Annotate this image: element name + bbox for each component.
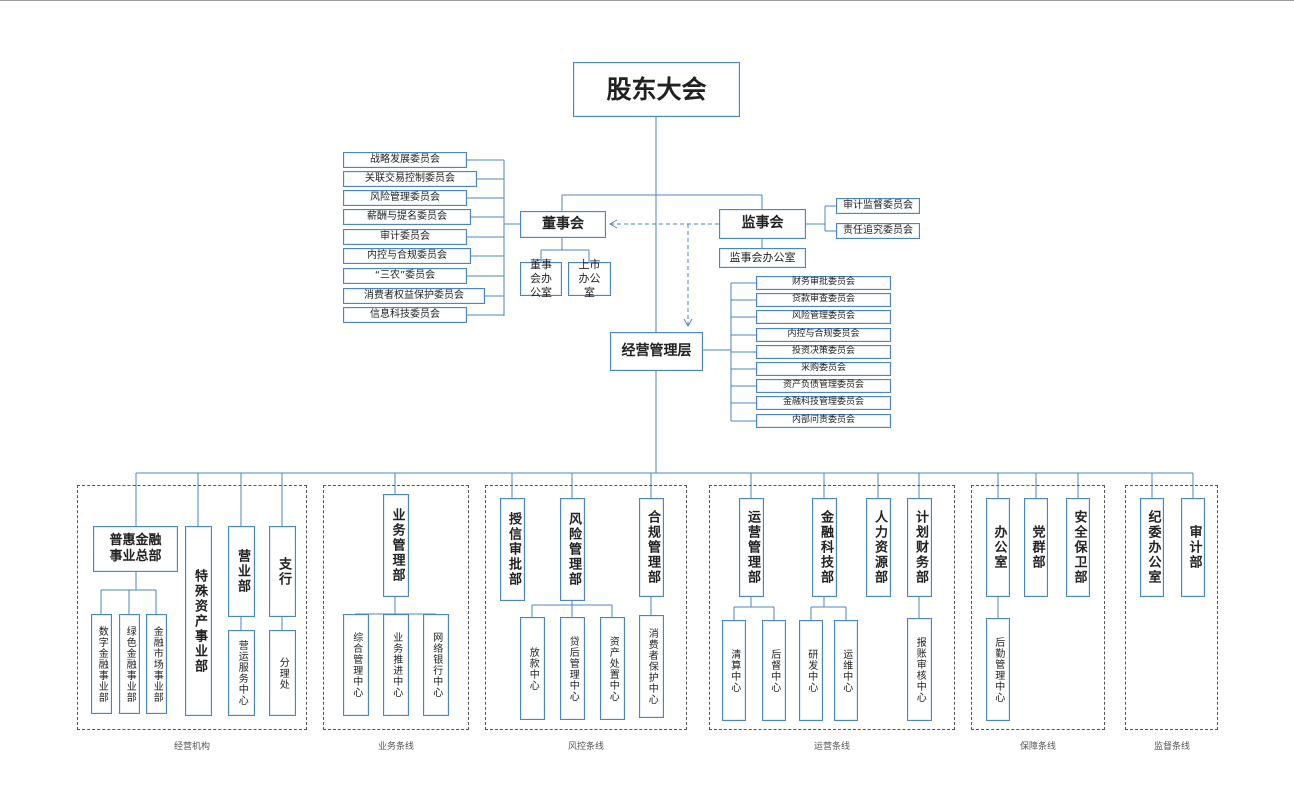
top-rule bbox=[0, 0, 1294, 1]
management-committee-node: 投资决策委员会 bbox=[756, 345, 891, 359]
sub-node: 贷后管理中心 bbox=[560, 617, 585, 720]
sub-node: 营运服务中心 bbox=[228, 630, 255, 716]
board-committee-node: 风险管理委员会 bbox=[343, 190, 467, 206]
group-caption: 经营机构 bbox=[173, 742, 210, 752]
group-caption: 风控条线 bbox=[567, 742, 604, 752]
board-committee-node: 审计委员会 bbox=[343, 229, 467, 245]
sub-node: 数字金融事业部 bbox=[91, 614, 112, 714]
sub-node: 网络银行中心 bbox=[423, 614, 449, 716]
dept-node-yunying: 运营管理部 bbox=[739, 498, 764, 597]
board-committee-node: 关联交易控制委员会 bbox=[343, 171, 477, 187]
management-committee-node: 资产负债管理委员会 bbox=[756, 379, 891, 393]
dept-node-renli: 人力资源部 bbox=[866, 498, 891, 597]
sub-node: 资产处置中心 bbox=[600, 617, 625, 720]
group-frame-operating bbox=[77, 485, 307, 730]
dept-node-yingye: 营业部 bbox=[228, 526, 255, 617]
dept-node-fengxian: 风险管理部 bbox=[560, 498, 585, 601]
sub-node: 金融市场事业部 bbox=[146, 614, 167, 714]
management-committee-node: 内控与合规委员会 bbox=[756, 328, 891, 342]
group-frame-risk bbox=[485, 485, 687, 730]
supervisory-board-node: 监事会 bbox=[719, 209, 806, 239]
sub-node: 绿色金融事业部 bbox=[119, 614, 140, 714]
group-caption: 保障条线 bbox=[1019, 742, 1056, 752]
management-committee-node: 财务审批委员会 bbox=[756, 276, 891, 290]
group-caption: 监督条线 bbox=[1153, 742, 1190, 752]
sub-node: 分理处 bbox=[269, 630, 296, 716]
board-committee-node: 薪酬与提名委员会 bbox=[343, 209, 471, 225]
dept-node-shouxin: 授信审批部 bbox=[500, 498, 525, 601]
dept-node-teshu: 特殊资产事业部 bbox=[185, 526, 212, 716]
management-committee-node: 风险管理委员会 bbox=[756, 310, 891, 324]
sub-node: 综合管理中心 bbox=[343, 614, 369, 716]
management-committee-node: 贷款审查委员会 bbox=[756, 293, 891, 307]
sub-node: 清算中心 bbox=[722, 620, 746, 721]
board-node: 董事会 bbox=[520, 211, 606, 238]
dept-node-shenji: 审计部 bbox=[1181, 498, 1205, 597]
group-frame-business bbox=[323, 485, 469, 730]
dept-node-jiwei: 纪委办公室 bbox=[1140, 498, 1164, 597]
group-caption: 运营条线 bbox=[813, 742, 850, 752]
board-office-node: 董事会办公室 bbox=[520, 258, 562, 299]
board-committee-node: “三农”委员会 bbox=[343, 268, 467, 284]
management-committee-node: 采购委员会 bbox=[756, 362, 891, 376]
management-committee-node: 金融科技管理委员会 bbox=[756, 396, 891, 410]
group-frame-support bbox=[971, 485, 1105, 730]
group-frame-supervision bbox=[1125, 485, 1218, 730]
group-caption: 业务条线 bbox=[377, 742, 414, 752]
dept-node-jinrong: 金融科技部 bbox=[812, 498, 837, 597]
sub-node: 报账审核中心 bbox=[907, 618, 932, 721]
listing-office-node: 上市办公室 bbox=[568, 258, 611, 299]
supervisory-office-node: 监事会办公室 bbox=[719, 248, 806, 268]
supervisory-committee-node: 审计监督委员会 bbox=[836, 198, 920, 214]
supervisory-committee-node: 责任追究委员会 bbox=[836, 223, 920, 239]
dept-node-anquan: 安全保卫部 bbox=[1066, 498, 1090, 597]
dept-node-jihua: 计划财务部 bbox=[907, 498, 932, 597]
dept-node-bangong: 办公室 bbox=[986, 498, 1010, 597]
sub-node: 放款中心 bbox=[520, 617, 545, 720]
sub-node: 业务推进中心 bbox=[383, 614, 409, 716]
board-committee-node: 消费者权益保护委员会 bbox=[343, 288, 485, 304]
dept-node-zhihang: 支行 bbox=[269, 526, 296, 617]
board-committee-node: 战略发展委员会 bbox=[343, 152, 467, 168]
sub-node: 运维中心 bbox=[834, 620, 858, 721]
dept-node-dangqun: 党群部 bbox=[1024, 498, 1048, 597]
sub-node: 消费者保护中心 bbox=[639, 615, 664, 718]
shareholders-meeting-node: 股东大会 bbox=[573, 62, 740, 117]
sub-node: 研发中心 bbox=[799, 620, 823, 721]
management-committee-node: 内部问责委员会 bbox=[756, 414, 891, 428]
board-committee-node: 信息科技委员会 bbox=[343, 307, 467, 323]
management-node: 经营管理层 bbox=[610, 332, 703, 371]
dept-node-hegui: 合规管理部 bbox=[639, 498, 664, 597]
sub-node: 后勤管理中心 bbox=[986, 618, 1010, 721]
dept-node-yewu: 业务管理部 bbox=[383, 494, 409, 597]
sub-node: 后督中心 bbox=[762, 620, 786, 721]
board-committee-node: 内控与合规委员会 bbox=[343, 248, 471, 264]
group-frame-operations bbox=[709, 485, 955, 730]
dept-node-puhui: 普惠金融事业总部 bbox=[93, 526, 178, 572]
